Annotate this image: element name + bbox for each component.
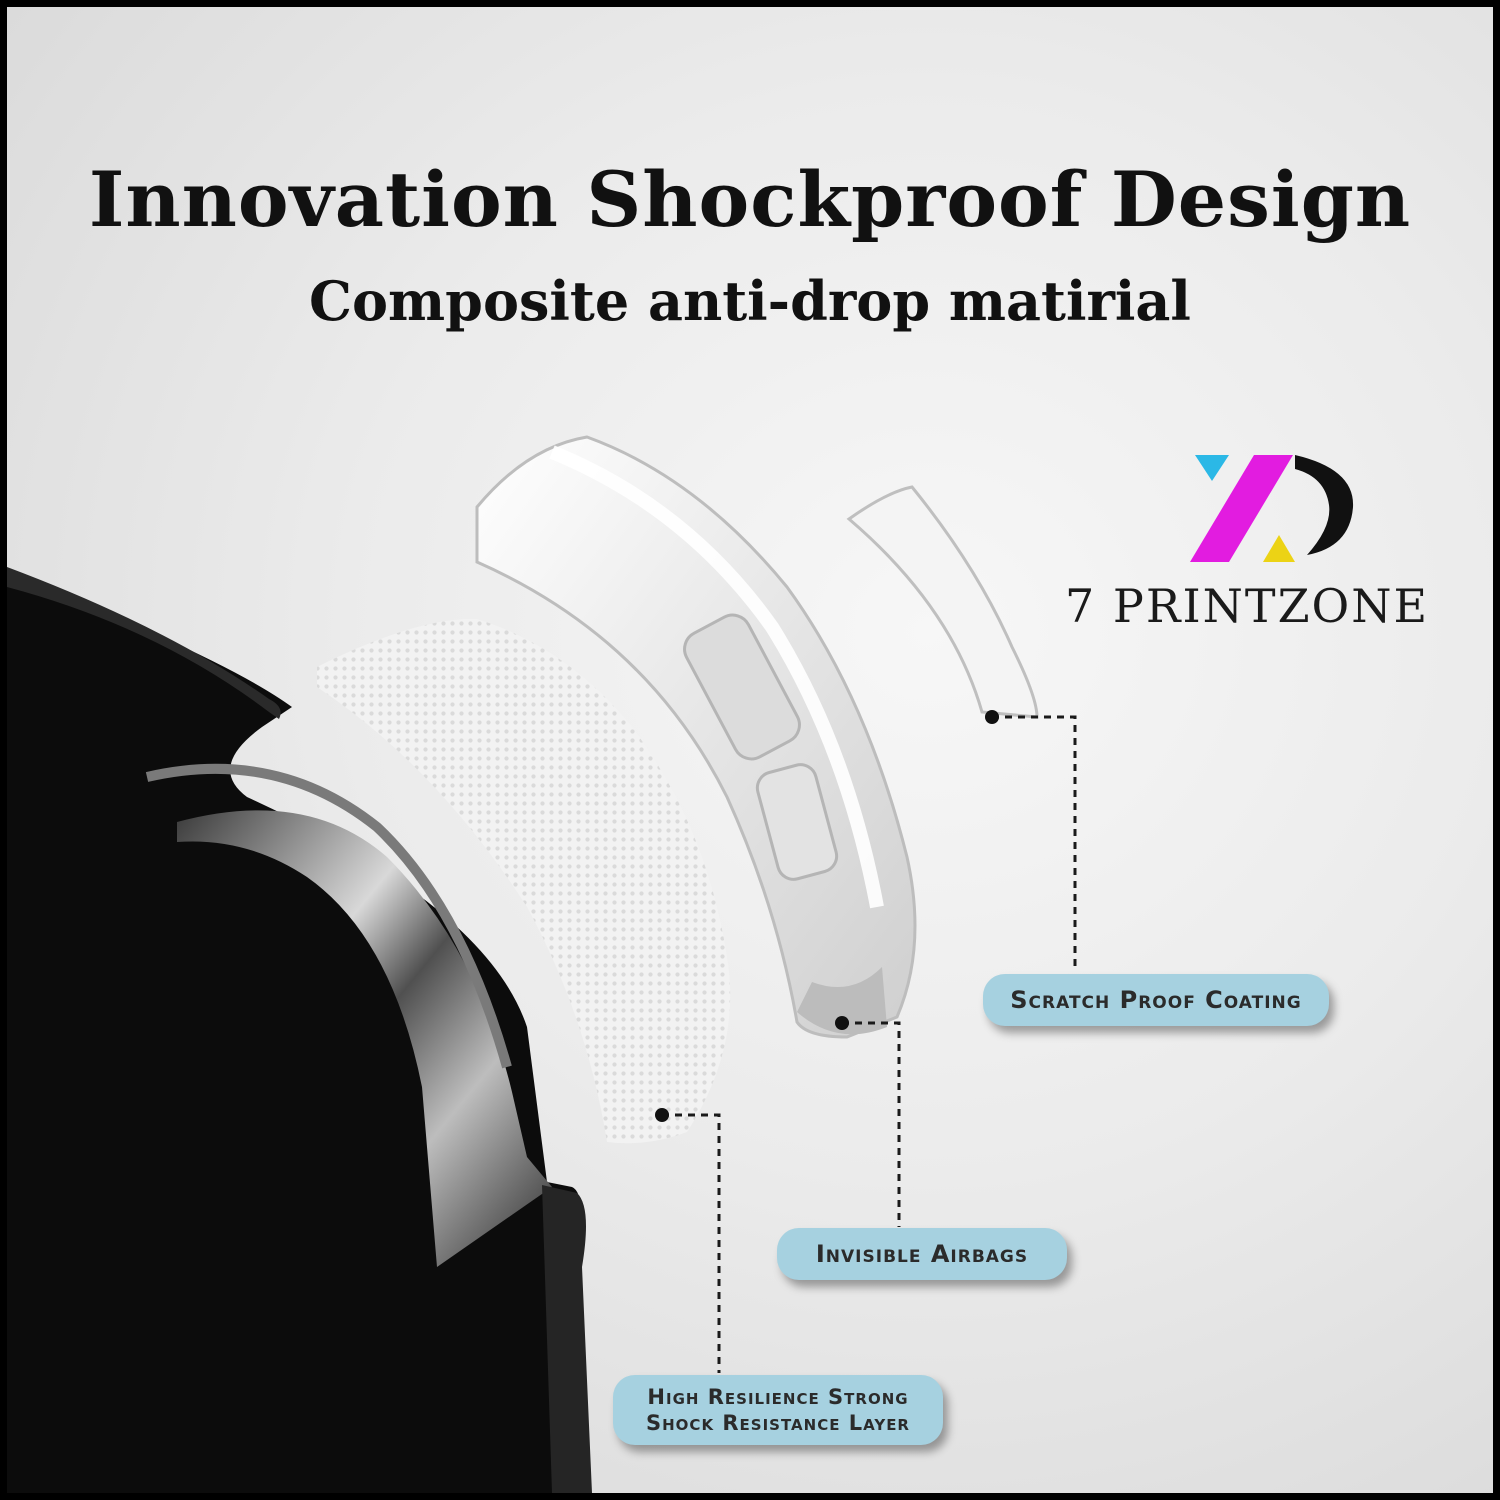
bumper-bottom xyxy=(797,967,887,1035)
phone-bezel-inner xyxy=(145,763,512,1069)
product-illustration xyxy=(7,435,1354,1493)
callout-scratch-proof: Scratch Proof Coating xyxy=(983,974,1329,1026)
airbag-button-2 xyxy=(755,763,839,881)
leader-lines xyxy=(662,715,1077,1373)
callout-scratch-label: Scratch Proof Coating xyxy=(1010,986,1302,1014)
dot-layer xyxy=(655,1108,669,1122)
brand-name: 7 PRINTZONE xyxy=(1065,579,1430,633)
bumper-highlight xyxy=(549,445,884,909)
page-subtitle: Composite anti-drop matirial xyxy=(309,269,1191,333)
page-title: Innovation Shockproof Design xyxy=(88,155,1412,244)
yzp-logo-icon xyxy=(1190,455,1354,562)
airbag-button-1 xyxy=(683,613,801,761)
callout-layer-line2: Shock Resistance Layer xyxy=(646,1411,910,1435)
callout-shock-layer: High Resilience Strong Shock Resistance … xyxy=(613,1375,943,1445)
coating-piece xyxy=(846,485,1039,719)
case-rail-top xyxy=(7,567,281,719)
phone-bezel xyxy=(177,810,552,1267)
dot-scratch xyxy=(985,710,999,724)
phone-case-body xyxy=(7,577,587,1493)
product-banner: Innovation Shockproof Design Composite a… xyxy=(7,7,1493,1493)
dot-airbags xyxy=(835,1016,849,1030)
honeycomb-layer xyxy=(317,618,731,1144)
clear-bumper xyxy=(475,435,917,1039)
callout-airbags-label: Invisible Airbags xyxy=(815,1240,1029,1268)
callout-layer-line1: High Resilience Strong xyxy=(647,1384,909,1409)
callout-invisible-airbags: Invisible Airbags xyxy=(777,1228,1067,1280)
case-rail-right xyxy=(542,1185,592,1493)
